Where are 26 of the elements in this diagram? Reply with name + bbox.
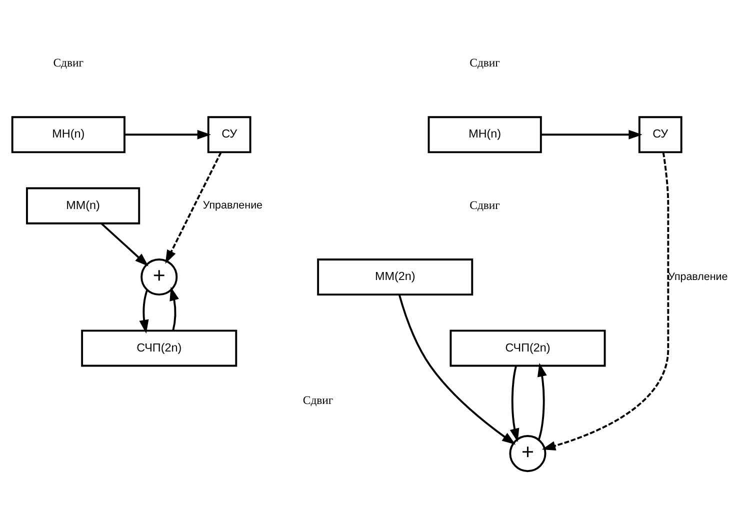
edge-label: Управление bbox=[668, 270, 728, 282]
label: Сдвиг bbox=[470, 56, 500, 69]
node-box: СЧП(2n) bbox=[81, 329, 238, 366]
node-box: СУ bbox=[207, 116, 252, 153]
arrow bbox=[537, 362, 547, 440]
node-box: СЧП(2n) bbox=[450, 329, 606, 366]
arrow bbox=[139, 289, 149, 334]
arrow bbox=[510, 365, 520, 442]
arrow bbox=[541, 129, 642, 139]
arrow bbox=[165, 151, 222, 264]
arrow bbox=[542, 152, 670, 450]
arrow bbox=[170, 286, 179, 330]
arrow bbox=[124, 129, 212, 139]
label: Сдвиг bbox=[302, 393, 334, 406]
node-circle: + bbox=[140, 258, 178, 296]
arrow bbox=[398, 294, 516, 444]
node-box: МН(n) bbox=[428, 116, 542, 153]
node-circle: + bbox=[509, 434, 546, 472]
edge-label: Управление bbox=[202, 199, 263, 212]
node-box: СУ bbox=[638, 116, 682, 153]
label: Сдвиг bbox=[470, 198, 500, 212]
label: Сдвиг bbox=[53, 56, 84, 69]
arrow bbox=[100, 222, 149, 266]
node-box: МН(n) bbox=[11, 116, 126, 153]
node-box: ММ(2n) bbox=[317, 258, 474, 296]
node-box: ММ(n) bbox=[26, 186, 140, 224]
